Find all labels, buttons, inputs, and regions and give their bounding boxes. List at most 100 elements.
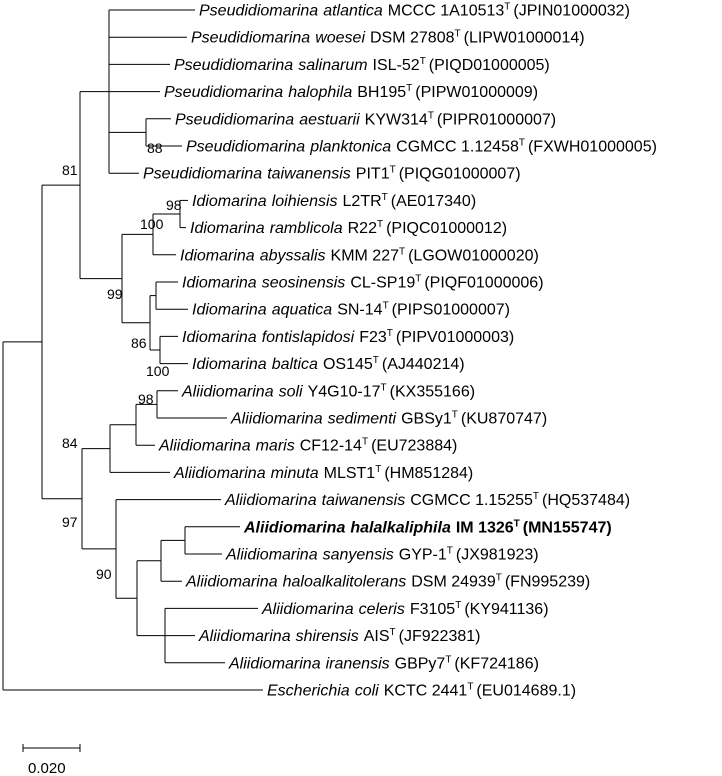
taxon-epithet: taiwanensis xyxy=(322,492,406,509)
bootstrap-value: 86 xyxy=(131,335,147,351)
taxon-epithet: woesei xyxy=(315,30,365,47)
type-strain-superscript: T xyxy=(375,464,381,475)
taxon-label: Aliidiomarina sanyensis GYP-1T(JX981923) xyxy=(225,546,539,564)
type-strain-superscript: T xyxy=(533,491,539,502)
taxon-genus: Aliidiomarina xyxy=(243,519,345,536)
taxon-accession: (KX355166) xyxy=(390,383,475,400)
type-strain-superscript: T xyxy=(504,2,510,13)
taxon-accession: (PIQG01000007) xyxy=(399,166,521,183)
bootstrap-value: 81 xyxy=(62,162,78,178)
taxon-genus: Pseudidiomarina xyxy=(143,166,262,183)
taxon-genus: Aliidiomarina xyxy=(198,628,291,645)
bootstrap-value: 97 xyxy=(62,514,78,530)
taxon-epithet: salinarum xyxy=(298,57,367,74)
bootstrap-value: 100 xyxy=(140,216,164,232)
type-strain-superscript: T xyxy=(399,246,405,257)
taxon-epithet: haloalkalitolerans xyxy=(283,574,407,591)
taxon-genus: Idiomarina xyxy=(192,302,267,319)
taxon-genus: Idiomarina xyxy=(192,356,267,373)
type-strain-superscript: T xyxy=(381,382,387,393)
taxon-epithet: soli xyxy=(279,383,303,400)
taxon-strain: L2TR xyxy=(343,193,382,210)
taxon-strain: CL-SP19 xyxy=(350,275,415,292)
taxon-accession: (KY941136) xyxy=(464,601,548,618)
type-strain-superscript: T xyxy=(519,138,525,149)
taxon-accession: (JX981923) xyxy=(456,547,539,564)
taxon-strain: ISL-52 xyxy=(373,57,420,74)
type-strain-superscript: T xyxy=(428,110,434,121)
taxon-genus: Aliidiomarina xyxy=(228,655,321,672)
taxon-accession: (MN155747) xyxy=(523,519,612,536)
taxon-genus: Aliidiomarina xyxy=(224,492,317,509)
taxon-strain: F3105 xyxy=(410,601,455,618)
taxon-strain: CGMCC 1.15255 xyxy=(410,492,533,509)
taxon-genus: Aliidiomarina xyxy=(185,574,278,591)
taxon-accession: (PIPW01000009) xyxy=(415,84,538,101)
taxon-genus: Idiomarina xyxy=(180,247,255,264)
type-strain-superscript: T xyxy=(447,546,453,557)
taxon-epithet: sanyensis xyxy=(323,547,394,564)
taxon-accession: (AE017340) xyxy=(391,193,476,210)
taxon-genus: Aliidiomarina xyxy=(230,411,323,428)
taxon-epithet: iranensis xyxy=(326,655,390,672)
taxon-genus: Aliidiomarina xyxy=(181,383,274,400)
taxon-epithet: planktonica xyxy=(309,139,391,156)
taxon-strain: GYP-1 xyxy=(399,547,447,564)
tree-branches xyxy=(2,9,263,691)
taxon-epithet: coli xyxy=(355,683,379,700)
taxon-strain: F23 xyxy=(359,329,387,346)
taxon-epithet: minuta xyxy=(271,465,319,482)
taxon-accession: (EU723884) xyxy=(371,438,457,455)
taxon-strain: R22 xyxy=(348,220,377,237)
type-strain-superscript: T xyxy=(373,355,379,366)
taxon-accession: (EU014689.1) xyxy=(476,683,576,700)
type-strain-superscript: T xyxy=(452,410,458,421)
bootstrap-value: 98 xyxy=(138,391,154,407)
type-strain-superscript: T xyxy=(387,328,393,339)
taxon-strain: DSM 27808 xyxy=(370,30,455,47)
taxon-epithet: celeris xyxy=(359,601,405,618)
taxon-accession: (KF724186) xyxy=(454,655,539,672)
taxon-genus: Pseudidiomarina xyxy=(199,3,318,20)
taxon-strain: MCCC 1A10513 xyxy=(388,3,505,20)
taxon-genus: Aliidiomarina xyxy=(225,547,318,564)
type-strain-superscript: T xyxy=(390,627,396,638)
taxon-accession: (KU870747) xyxy=(461,411,547,428)
taxon-genus: Aliidiomarina xyxy=(173,465,266,482)
taxon-genus: Pseudidiomarina xyxy=(174,57,293,74)
taxon-genus: Idiomarina xyxy=(192,193,267,210)
taxon-genus: Idiomarina xyxy=(190,220,265,237)
taxon-strain: GBPy7 xyxy=(395,655,446,672)
taxon-epithet: maris xyxy=(256,438,295,455)
taxon-strain: KCTC 2441 xyxy=(384,683,468,700)
type-strain-superscript: T xyxy=(383,301,389,312)
taxon-strain: DSM 24939 xyxy=(411,574,496,591)
taxon-epithet: ramblicola xyxy=(270,220,343,237)
taxon-epithet: halophila xyxy=(288,84,352,101)
taxon-accession: (JF922381) xyxy=(399,628,481,645)
taxon-epithet: halalkaliphila xyxy=(350,519,451,536)
taxon-accession: (LGOW01000020) xyxy=(408,247,539,264)
taxon-genus: Idiomarina xyxy=(182,329,257,346)
taxon-strain: KYW314 xyxy=(365,111,428,128)
taxon-epithet: fontislapidosi xyxy=(262,329,355,346)
taxon-epithet: shirensis xyxy=(296,628,359,645)
taxon-epithet: taiwanensis xyxy=(267,166,351,183)
type-strain-superscript: T xyxy=(467,682,473,693)
type-strain-superscript: T xyxy=(390,165,396,176)
taxon-epithet: aquatica xyxy=(272,302,333,319)
taxon-accession: (PIQC01000012) xyxy=(386,220,507,237)
